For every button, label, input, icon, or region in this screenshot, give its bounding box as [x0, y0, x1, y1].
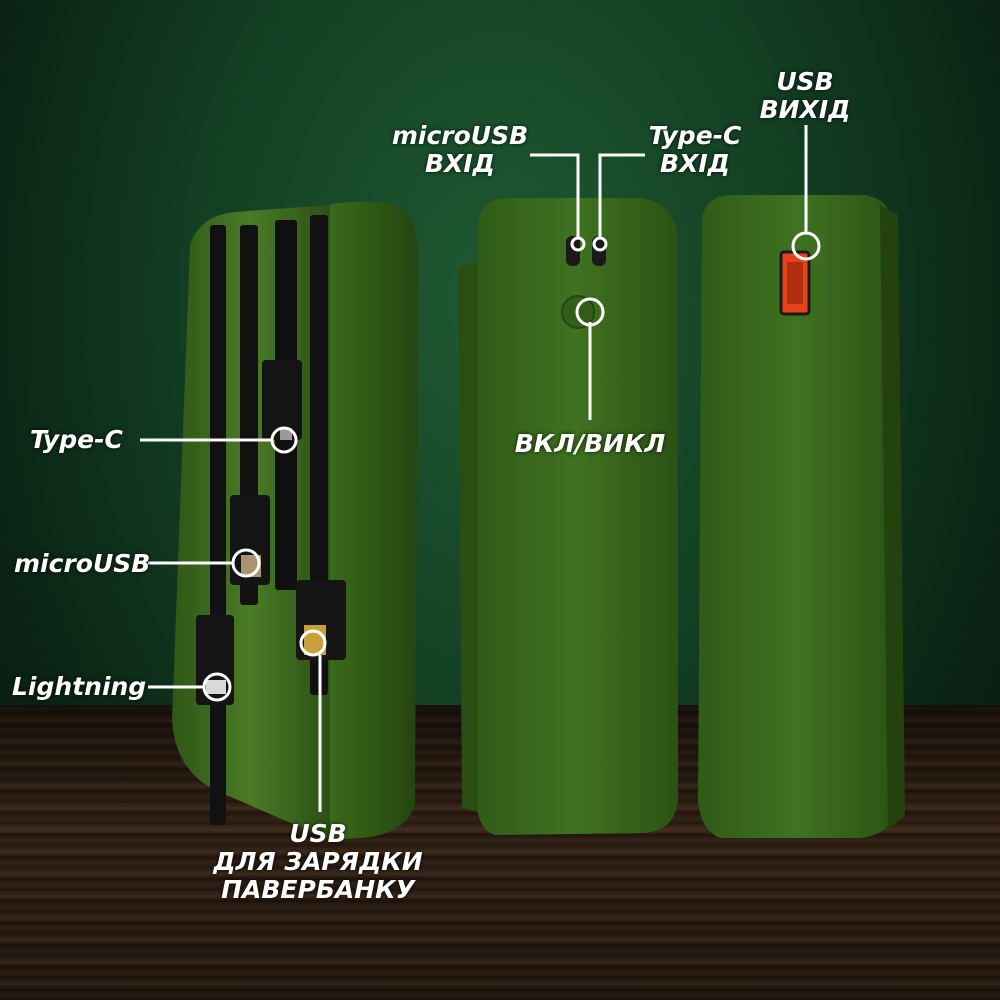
usb-output-label: USB ВИХІД — [750, 68, 860, 124]
usb-output-label-line1: USB — [776, 67, 834, 96]
powerbank-right — [698, 195, 905, 838]
lightning-cable-label: Lightning — [12, 672, 147, 701]
type-c-cable-label: Type-C — [30, 425, 123, 454]
type-c-input-label-line1: Type-C — [648, 121, 742, 150]
micro-usb-input-label: microUSB ВХІД — [390, 122, 530, 178]
usb-output-label-line2: ВИХІД — [759, 95, 851, 124]
power-button-label: ВКЛ/ВИКЛ — [514, 429, 666, 458]
powerbank-middle — [458, 198, 678, 835]
type-c-input-label-line2: ВХІД — [660, 149, 730, 178]
micro-usb-cable-label: microUSB — [14, 549, 151, 578]
powerbank-left — [172, 201, 418, 840]
micro-usb-input-port — [566, 236, 580, 266]
usb-charge-label-line2: ДЛЯ ЗАРЯДКИ — [213, 847, 423, 876]
callout-lines — [140, 125, 821, 812]
usb-charge-label-line3: ПАВЕРБАНКУ — [221, 875, 415, 904]
usb-charge-label: USB ДЛЯ ЗАРЯДКИ ПАВЕРБАНКУ — [200, 820, 436, 904]
type-c-input-label: Type-C ВХІД — [640, 122, 750, 178]
usb-charge-label-line1: USB — [289, 819, 347, 848]
type-c-connector — [262, 360, 302, 440]
micro-usb-input-label-line2: ВХІД — [425, 149, 495, 178]
micro-usb-input-label-line1: microUSB — [391, 121, 529, 150]
